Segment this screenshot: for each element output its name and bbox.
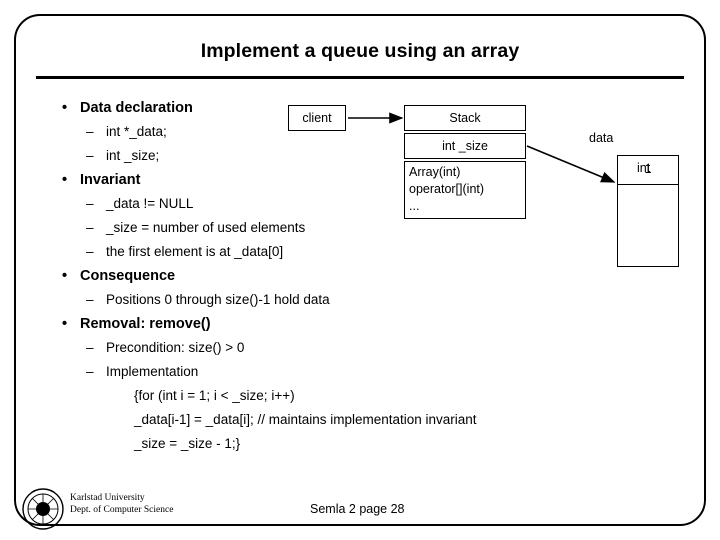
operation-line: ... <box>409 199 420 213</box>
bullet-marker: – <box>86 244 94 259</box>
university-credit: Karlstad University Dept. of Computer Sc… <box>70 492 173 516</box>
bullet-marker: – <box>86 340 94 355</box>
list-item: –int *_data; <box>40 120 640 144</box>
department-name: Dept. of Computer Science <box>70 505 174 515</box>
list-item: • Removal: remove() <box>40 312 640 336</box>
list-item-label: _size = number of used elements <box>106 220 306 235</box>
list-item-label: Precondition: size() > 0 <box>106 340 245 355</box>
list-item: –the first element is at _data[0] <box>40 240 640 264</box>
bullet-marker: – <box>86 148 94 163</box>
list-item: –_size = number of used elements <box>40 216 640 240</box>
list-item: –_data != NULL <box>40 192 640 216</box>
list-item-label: the first element is at _data[0] <box>106 244 284 259</box>
list-item-label: int *_data; <box>106 124 167 139</box>
data-pointer-label: data <box>589 131 614 145</box>
bullet-marker: – <box>86 220 94 235</box>
bullet-marker: – <box>86 196 94 211</box>
code-line: _data[i-1] = _data[i]; // maintains impl… <box>134 412 477 427</box>
array-first-cell: 1 <box>617 155 679 185</box>
slide-border-frame <box>14 14 706 526</box>
list-item: –Precondition: size() > 0 <box>40 336 640 360</box>
bullet-list: •Data declaration –int *_data; –int _siz… <box>40 96 640 456</box>
client-box: client <box>288 105 346 131</box>
bullet-marker: – <box>86 124 94 139</box>
bullet-marker: • <box>62 172 68 188</box>
page-title: Implement a queue using an array <box>200 40 520 62</box>
list-item: • Data declaration <box>40 96 640 120</box>
list-item: –Positions 0 through size()-1 hold data <box>40 288 640 312</box>
list-item: • Invariant <box>40 168 640 192</box>
list-item-label: Consequence <box>80 268 176 284</box>
int-type-label: int <box>637 161 651 175</box>
bullet-marker: • <box>62 100 68 116</box>
stack-class-title: Stack <box>404 105 526 131</box>
list-item-label: Data declaration <box>80 100 193 116</box>
code-line: _size = _size - 1;} <box>134 436 241 451</box>
bullet-marker: • <box>62 268 68 284</box>
operation-line: Array(int) <box>409 165 461 179</box>
list-item: • Consequence <box>40 264 640 288</box>
university-name: Karlstad University <box>70 493 145 503</box>
array-box <box>617 155 679 267</box>
list-item-label: Removal: remove() <box>80 316 211 332</box>
list-item-label: Positions 0 through size()-1 hold data <box>106 292 330 307</box>
list-item: –int _size; <box>40 144 640 168</box>
bullet-marker: – <box>86 292 94 307</box>
list-item-label: Invariant <box>80 172 141 188</box>
list-item: –Implementation <box>40 360 640 384</box>
list-item-label: int _size; <box>106 148 160 163</box>
stack-operations-row: Array(int) operator[](int) ... <box>404 161 526 219</box>
bullet-marker: • <box>62 316 68 332</box>
title-divider <box>36 76 684 79</box>
university-logo-icon <box>22 488 64 530</box>
bullet-marker: – <box>86 364 94 379</box>
stack-attribute-row: int _size <box>404 133 526 159</box>
list-item-label: Implementation <box>106 364 199 379</box>
code-line: {for (int i = 1; i < _size; i++) <box>134 388 295 403</box>
footer-page-label: Semla 2 page 28 <box>310 502 405 516</box>
list-item-label: _data != NULL <box>106 196 194 211</box>
operation-line: operator[](int) <box>409 182 485 196</box>
